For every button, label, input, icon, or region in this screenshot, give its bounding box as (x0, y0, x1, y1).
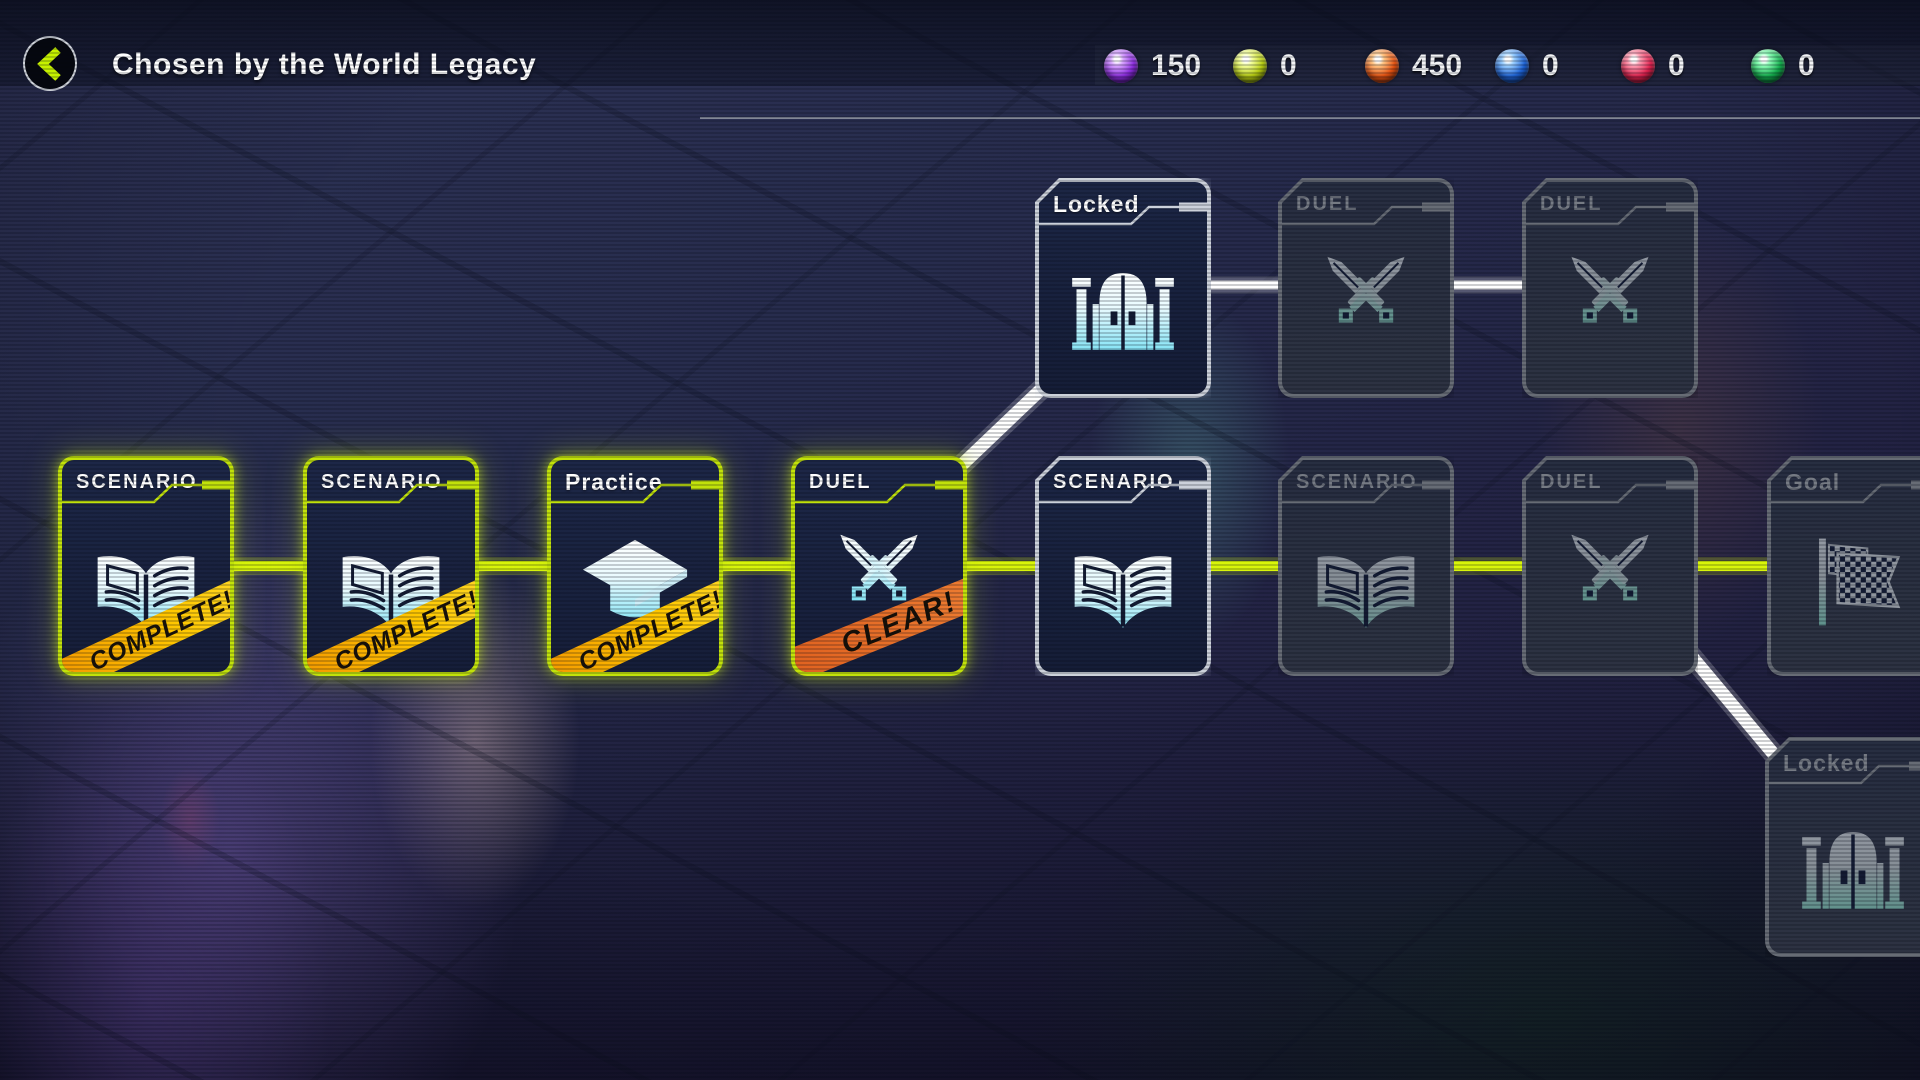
purple-gem-icon (1104, 49, 1138, 83)
card-type-label: SCENARIO (76, 471, 198, 493)
gate-icon (1061, 242, 1185, 366)
card-type-label: SCENARIO (1296, 471, 1418, 493)
card-type-label: DUEL (1540, 193, 1603, 215)
card-body: DUEL (1526, 182, 1694, 394)
map-node-5-scenario[interactable]: SCENARIO (1035, 456, 1211, 676)
map-node-12-locked: Locked (1765, 737, 1920, 957)
orange-gem-icon (1365, 49, 1399, 83)
card-type-label: Practice (565, 469, 663, 495)
crossed-swords-icon (1304, 242, 1428, 366)
crossed-swords-icon (1548, 520, 1672, 644)
header-separator (1526, 480, 1694, 504)
connector-line-white (943, 372, 1059, 483)
map-node-9-locked[interactable]: Locked (1035, 178, 1211, 398)
back-button[interactable] (23, 36, 77, 91)
card-type-label: DUEL (1540, 471, 1603, 493)
currency-orange-gem: 450 (1365, 48, 1462, 84)
map-node-10-duel: DUEL (1278, 178, 1454, 398)
blue-gem-icon (1495, 49, 1529, 83)
card-type-label: SCENARIO (321, 471, 443, 493)
checkered-flag-icon (1793, 520, 1917, 644)
card-body: SCENARIO (1282, 460, 1450, 672)
red-gem-icon (1621, 49, 1655, 83)
page-title: Chosen by the World Legacy (112, 48, 537, 81)
currency-purple-gem: 150 (1104, 48, 1201, 84)
card-body: DUEL (1282, 182, 1450, 394)
currency-value: 0 (1798, 49, 1815, 82)
card-type-label: DUEL (1296, 193, 1359, 215)
header-separator (1039, 480, 1207, 504)
currency-yellow-gem: 0 (1233, 48, 1297, 84)
header-separator (1526, 202, 1694, 226)
chevron-left-icon (37, 46, 63, 81)
header-separator (795, 480, 963, 504)
header-separator (307, 480, 475, 504)
currency-red-gem: 0 (1621, 48, 1685, 84)
header-separator (1771, 480, 1920, 504)
card-body: Goal (1771, 460, 1920, 672)
card-body: SCENARIO (1039, 460, 1207, 672)
book-icon (329, 520, 453, 644)
currency-value: 0 (1280, 49, 1297, 82)
crossed-swords-icon (1548, 242, 1672, 366)
book-icon (1061, 520, 1185, 644)
header-separator (1282, 480, 1450, 504)
header-divider-line (700, 117, 1920, 119)
yellow-gem-icon (1233, 49, 1267, 83)
book-icon (1304, 520, 1428, 644)
map-node-11-duel: DUEL (1522, 178, 1698, 398)
header-separator (1282, 202, 1450, 226)
currency-green-gem: 0 (1751, 48, 1815, 84)
currency-value: 0 (1668, 49, 1685, 82)
map-node-6-scenario: SCENARIO (1278, 456, 1454, 676)
graduation-cap-icon (573, 520, 697, 644)
card-type-label: DUEL (809, 471, 872, 493)
card-type-label: Locked (1783, 750, 1870, 776)
crossed-swords-icon (817, 520, 941, 644)
currency-value: 0 (1542, 49, 1559, 82)
map-node-7-duel: DUEL (1522, 456, 1698, 676)
top-bar (0, 0, 1920, 86)
book-icon (84, 520, 208, 644)
map-node-8-goal: Goal (1767, 456, 1920, 676)
card-body: DUEL (1526, 460, 1694, 672)
card-type-label: Goal (1785, 469, 1841, 495)
card-body: Locked (1769, 741, 1920, 953)
green-gem-icon (1751, 49, 1785, 83)
header-separator (1769, 761, 1920, 785)
card-type-label: SCENARIO (1053, 471, 1175, 493)
header-separator (551, 480, 719, 504)
currency-blue-gem: 0 (1495, 48, 1559, 84)
gate-icon (1791, 801, 1915, 925)
connector-line-white (1683, 647, 1787, 769)
card-type-label: Locked (1053, 191, 1140, 217)
currency-value: 150 (1151, 49, 1202, 82)
header-separator (62, 480, 230, 504)
card-body: Locked (1039, 182, 1207, 394)
header-separator (1039, 202, 1207, 226)
currency-value: 450 (1412, 49, 1463, 82)
